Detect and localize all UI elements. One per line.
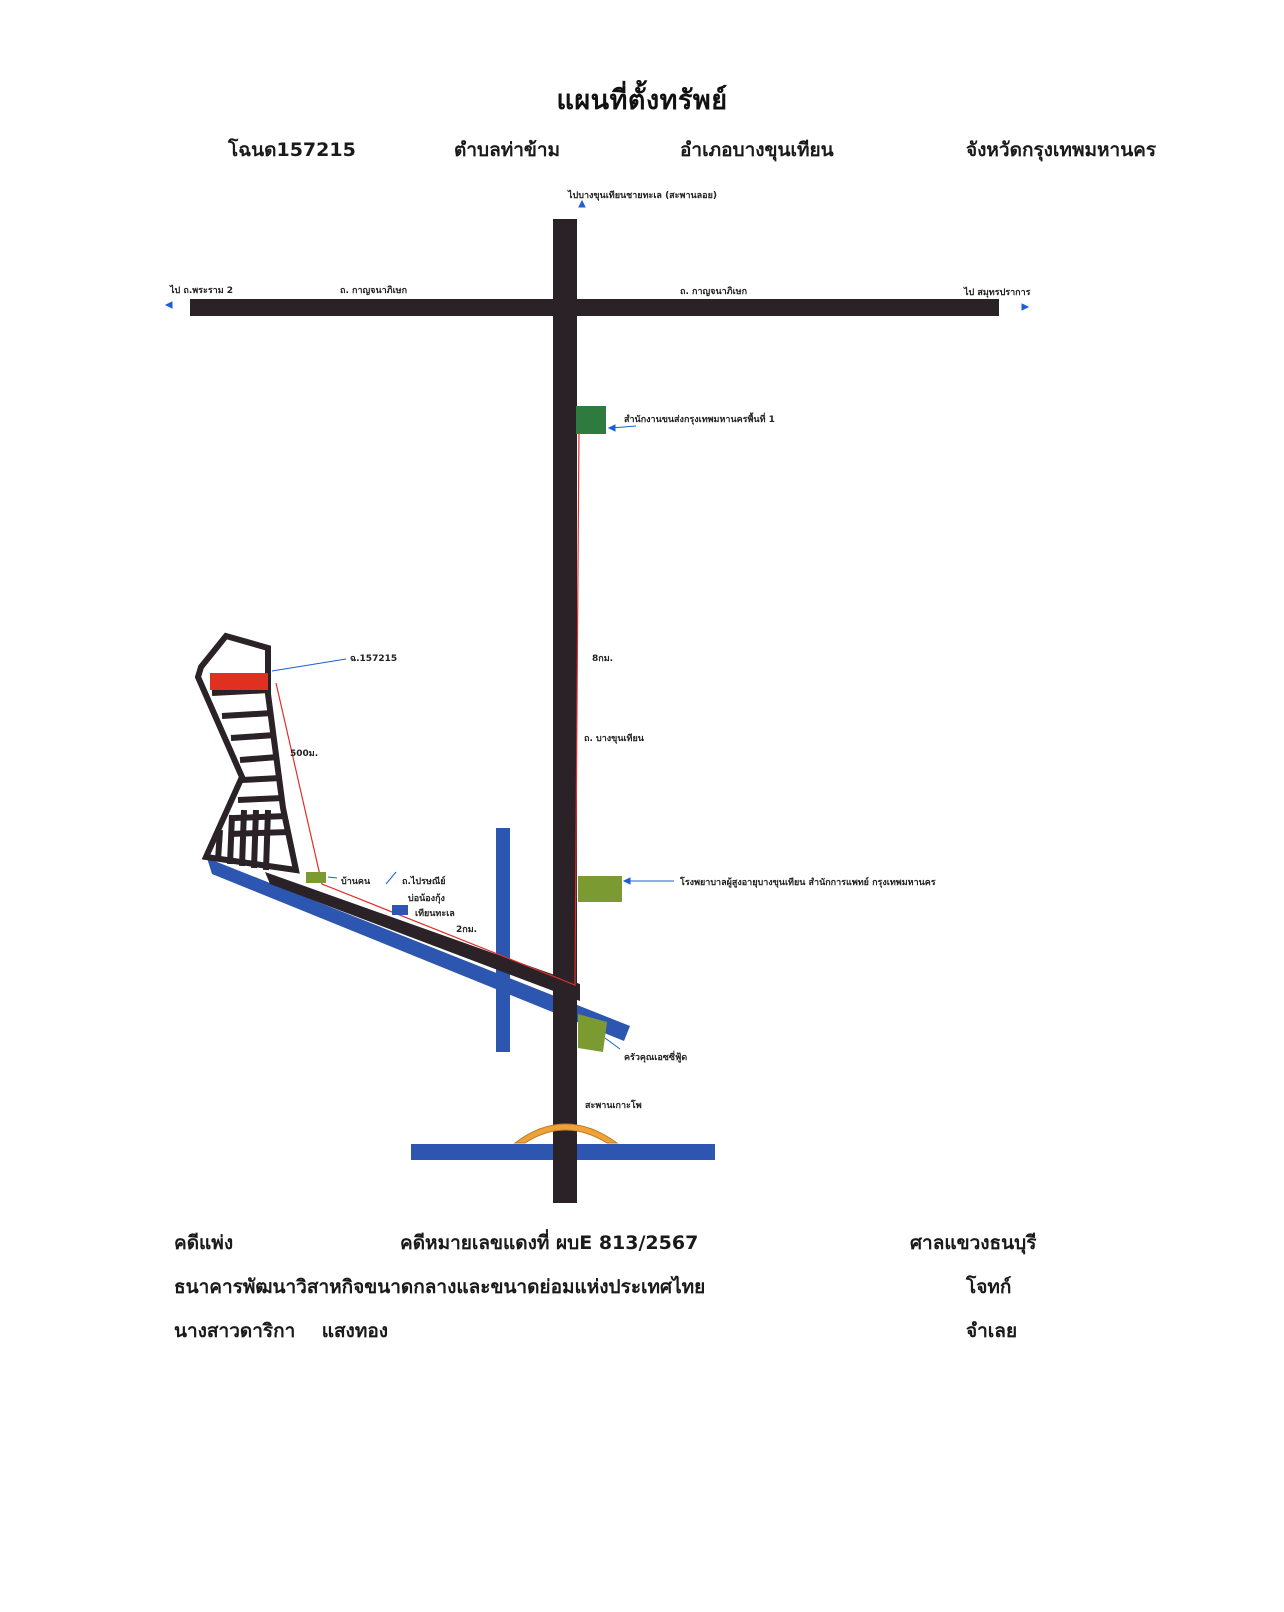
arrow-west-icon (164, 301, 173, 309)
case-type: คดีแพ่ง (174, 1232, 234, 1254)
canal-diagonal (207, 858, 630, 1041)
transport-office-marker (576, 406, 606, 434)
label-shrimp-1: บ่อน้องกุ้ง (408, 893, 445, 904)
defendant-name: นางสาวดาริกา แสงทอง (174, 1320, 389, 1342)
case-number: คดีหมายเลขแดงที่ ผบE 813/2567 (400, 1232, 699, 1254)
label-to-north: ไปบางขุนเทียนชายทะเล (สะพานลอย) (567, 189, 717, 201)
post-office-marker (392, 905, 408, 915)
district: อำเภอบางขุนเทียน (680, 139, 834, 161)
hospital-marker (578, 876, 622, 902)
arrow-house (327, 876, 338, 879)
arrow-post (385, 871, 397, 885)
bridge-shape (513, 1123, 619, 1144)
deed-number: โฉนด157215 (228, 139, 356, 161)
route-line (275, 427, 580, 986)
label-to-west: ไป ถ.พระราม 2 (169, 284, 233, 296)
road-bangkhuntien (553, 219, 577, 1203)
label-deed: ฉ.157215 (350, 654, 397, 664)
road-kanchanaphisek (190, 299, 999, 316)
court-name: ศาลแขวงธนบุรี (910, 1232, 1037, 1254)
label-transport-office: สำนักงานขนส่งกรุงเทพมหานครพื้นที่ 1 (624, 412, 775, 425)
subdistrict: ตำบลท่าข้าม (454, 139, 561, 161)
label-house: บ้านคน (341, 876, 371, 887)
province: จังหวัดกรุงเทพมหานคร (966, 139, 1157, 161)
arrow-hospital-icon (622, 877, 631, 885)
house-marker (306, 872, 326, 883)
label-post-office: ถ.ไปรษณีย์ (402, 875, 446, 887)
label-to-east: ไป สมุทรปราการ (963, 286, 1031, 298)
arrow-kitchen (604, 1037, 621, 1050)
arrow-deed (271, 658, 347, 672)
label-road-bangkhuntien: ถ. บางขุนเทียน (584, 733, 645, 744)
label-road-east: ถ. กาญจนาภิเษก (680, 286, 747, 297)
road-diagonal (265, 872, 580, 1001)
land-parcel (194, 632, 300, 874)
plaintiff-role: โจทก์ (966, 1276, 1012, 1298)
page-title: แผนที่ตั้งทรัพย์ (556, 85, 728, 116)
label-hospital: โรงพยาบาลผู้สูงอายุบางขุนเทียน สำนักการแ… (679, 876, 936, 888)
kitchen-marker (578, 1014, 607, 1052)
canal-vertical (496, 828, 510, 1052)
label-bridge: สะพานเกาะโพ (585, 1099, 642, 1111)
label-kitchen: ครัวคุณเอซซี่ฟู้ด (624, 1050, 687, 1063)
label-road-west: ถ. กาญจนาภิเษก (340, 285, 407, 296)
plaintiff-name: ธนาคารพัฒนาวิสาหกิจขนาดกลางและขนาดย่อมแห… (174, 1276, 706, 1298)
arrow-transport-icon (607, 424, 616, 432)
label-shrimp-2: เทียนทะเล (415, 908, 455, 919)
label-2km: 2กม. (456, 925, 477, 935)
arrow-east-icon (1021, 303, 1030, 311)
subject-plot (210, 673, 268, 690)
label-8km: 8กม. (592, 654, 613, 664)
label-500m: 500ม. (290, 749, 318, 759)
defendant-role: จำเลย (966, 1320, 1018, 1342)
arrow-north-icon (578, 199, 586, 208)
